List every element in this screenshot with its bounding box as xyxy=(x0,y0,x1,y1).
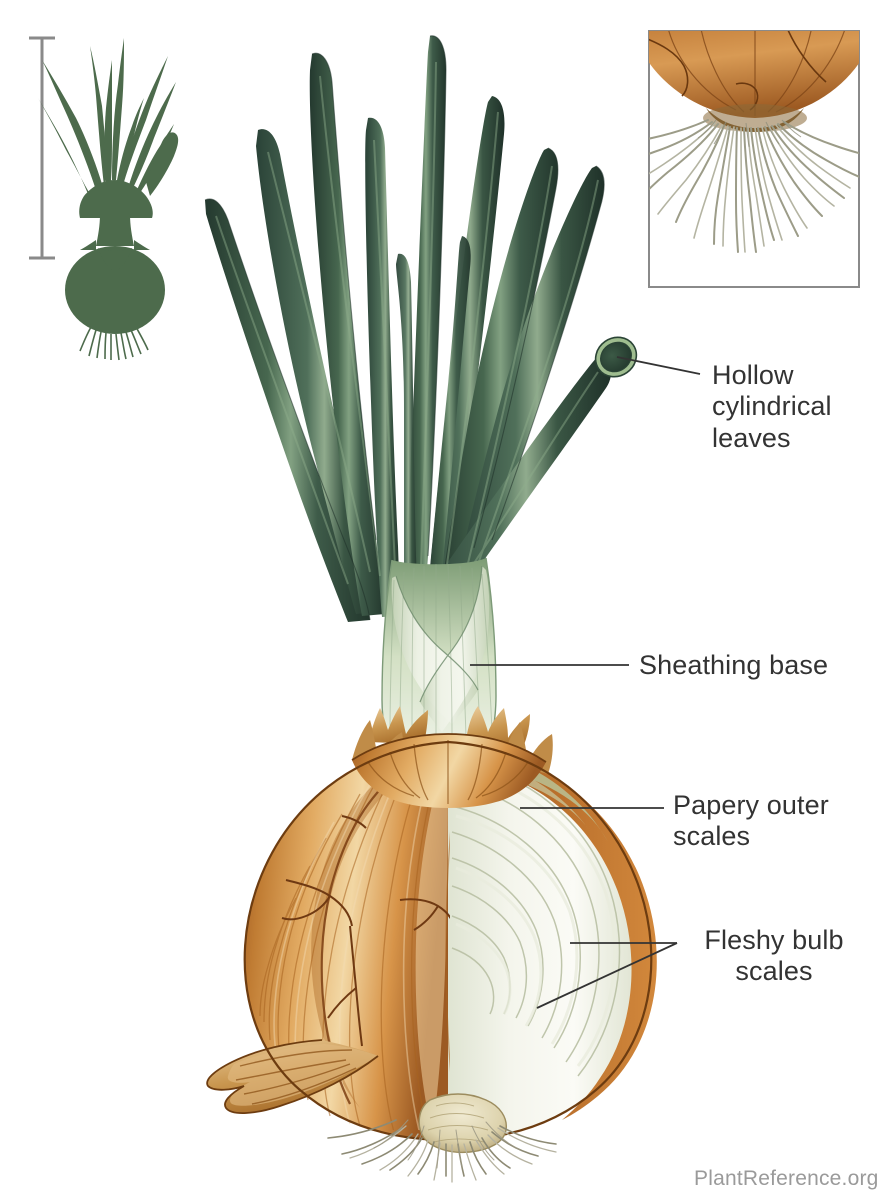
root-detail-inset xyxy=(648,30,860,288)
label-papery-outer-scales: Papery outer scales xyxy=(673,790,829,852)
habit-silhouette xyxy=(38,38,179,361)
watermark: PlantReference.org xyxy=(694,1167,879,1190)
label-fleshy-bulb-scales: Fleshy bulb scales xyxy=(704,925,844,987)
scale-bar xyxy=(29,36,55,260)
leader-lines xyxy=(470,356,701,1009)
onion-bulb xyxy=(206,706,657,1183)
sheathing-base xyxy=(381,557,497,739)
hollow-leaf-cut-end xyxy=(594,336,638,378)
leader-hollow-leaves xyxy=(616,356,701,375)
bulb-neck-tunic xyxy=(351,706,553,808)
onion-leaves xyxy=(204,35,638,623)
leader-fleshy-bulb-scales-lower xyxy=(536,942,678,1009)
label-sheathing-base: Sheathing base xyxy=(639,650,829,680)
bulb-roots xyxy=(327,1119,557,1183)
label-hollow-cylindrical-leaves: Hollow cylindrical leaves xyxy=(712,360,832,453)
